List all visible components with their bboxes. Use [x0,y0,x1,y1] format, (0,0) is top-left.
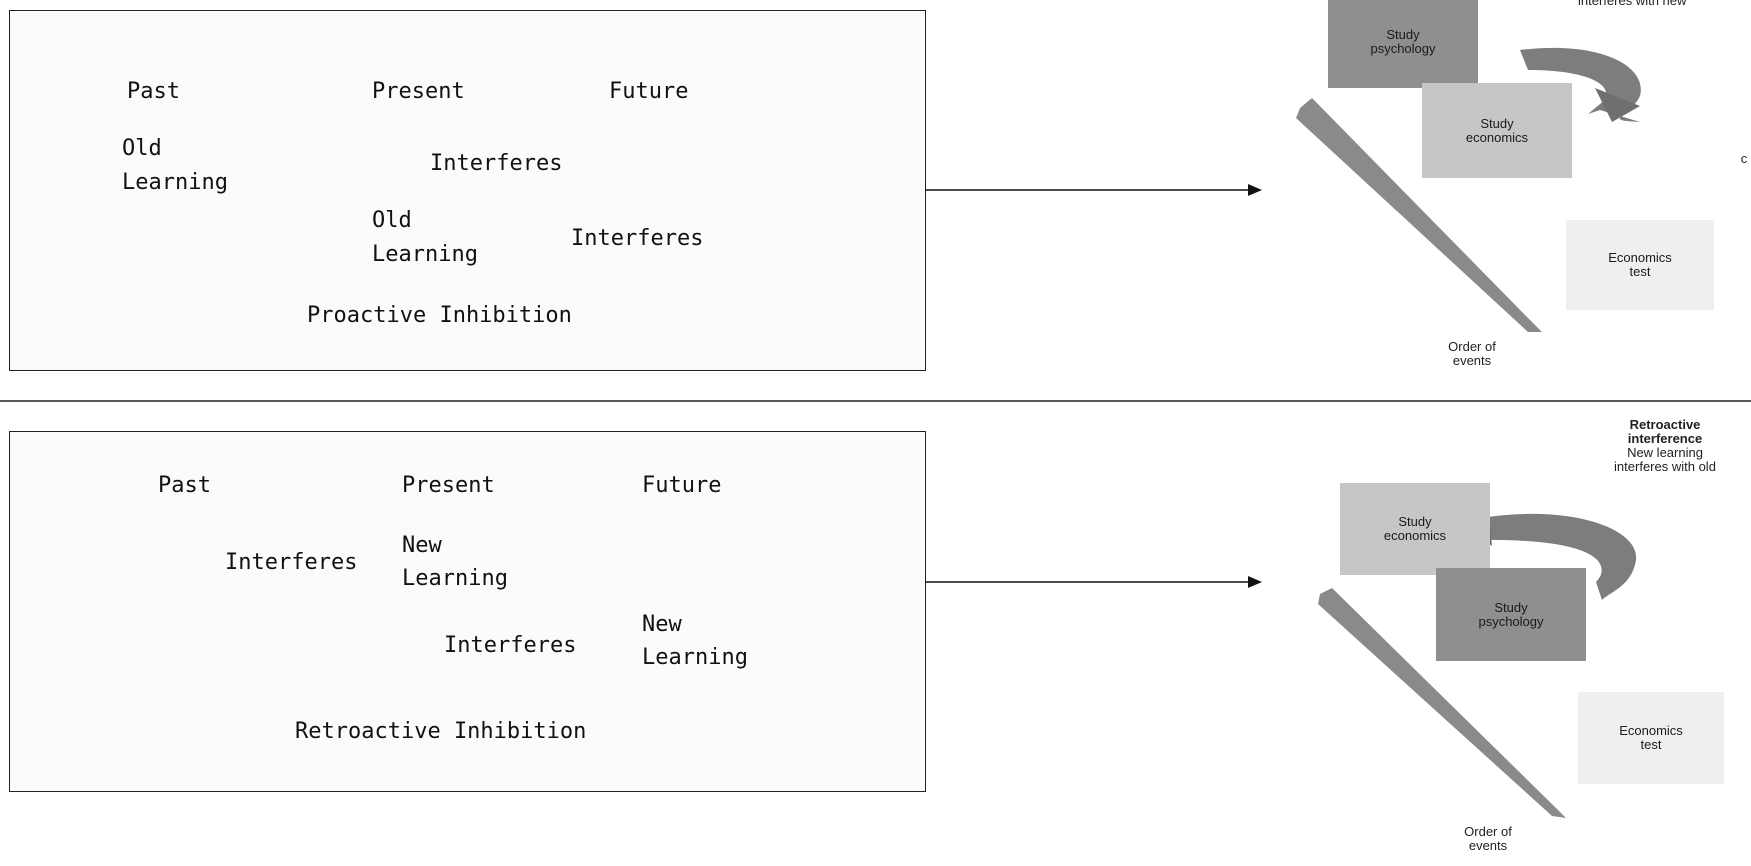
retroactive-caption: Retroactive Inhibition [295,719,587,744]
proactive-old-learning-2-line2: Learning [372,242,478,267]
proactive-diagram-box [9,10,926,371]
block-label-line2: test [1629,264,1651,279]
proactive-old-learning-2-line1: Old [372,208,412,233]
proactive-edge-char: c [1740,151,1748,166]
retroactive-image-header: Retroactive interference New learning in… [1590,418,1740,474]
proactive-interferes-2: Interferes [571,226,704,251]
proactive-old-learning-1-line1: Old [122,136,162,161]
block-label-line1: Study [1480,115,1514,131]
proactive-caption: Proactive Inhibition [307,303,572,328]
block-label-line2: psychology [1478,613,1544,629]
block-label-line1: Economics [1608,250,1672,265]
block-label-line1: Study [1398,514,1432,529]
header-bold-line1: Retroactive [1629,417,1701,432]
header-line3: New learning [1627,445,1703,460]
retroactive-present-label: Present [402,473,495,498]
order-line2: events [1468,838,1508,853]
retroactive-new-learning-1-line1: New [402,533,442,558]
proactive-image-header: interferes with new [1578,0,1687,8]
block-label-line1: Economics [1619,723,1683,738]
block-label-line2: psychology [1370,41,1436,56]
block-label-line1: Study [1386,27,1420,42]
retroactive-diagram-box [9,431,926,792]
proactive-past-label: Past [127,79,180,104]
proactive-old-learning-1-line2: Learning [122,170,228,195]
connector-arrow-top [882,184,1262,196]
order-line1: Order of [1464,824,1512,839]
retroactive-new-learning-2-line1: New [642,612,682,637]
proactive-future-label: Future [609,79,689,104]
retroactive-interferes-1: Interferes [225,550,358,575]
header-bold-line2: interference [1627,431,1703,446]
retroactive-new-learning-2-line2: Learning [642,645,748,670]
block-label-line1: Study [1494,599,1528,615]
order-line1: Order of [1448,339,1496,354]
proactive-present-label: Present [372,79,465,104]
header-line4: interferes with old [1614,459,1716,474]
connector-arrow-bottom [882,576,1262,588]
block-label-line2: economics [1383,528,1447,543]
proactive-image-ribbons [1296,47,1641,332]
retroactive-new-learning-1-line2: Learning [402,566,508,591]
retroactive-interferes-2: Interferes [444,633,577,658]
block-label-line2: economics [1465,129,1529,145]
proactive-interferes-1: Interferes [430,151,563,176]
retroactive-past-label: Past [158,473,211,498]
retroactive-future-label: Future [642,473,722,498]
order-line2: events [1452,353,1492,368]
block-label-line2: test [1640,737,1662,752]
